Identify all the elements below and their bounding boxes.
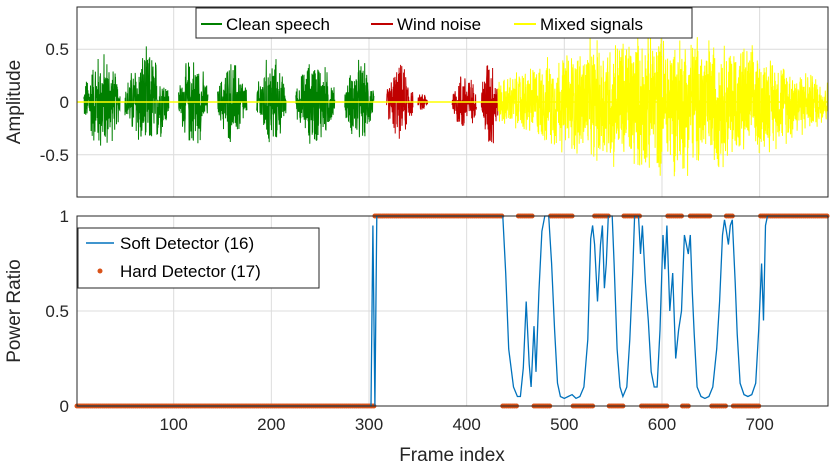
bottom-xtick-label: 400 xyxy=(452,415,480,434)
top-yticks: -0.5 0 0.5 xyxy=(40,40,69,165)
bottom-legend-box xyxy=(77,227,320,289)
bottom-yticks: 00.51 xyxy=(45,207,69,416)
legend-label-mixed-signals: Mixed signals xyxy=(540,15,643,34)
bottom-xtick-label: 500 xyxy=(550,415,578,434)
bottom-axes-frame xyxy=(76,215,829,407)
legend-marker-hard-detector xyxy=(97,268,103,274)
top-legend: Clean speech Wind noise Mixed signals xyxy=(195,7,693,39)
top-ytick-label: 0 xyxy=(60,93,69,112)
top-series-mixed-signals xyxy=(497,29,829,177)
bottom-ytick-label: 1 xyxy=(60,207,69,226)
bottom-xticks: 100 200 300 400 500 600 700 xyxy=(159,415,773,434)
top-axes-frame xyxy=(76,6,829,198)
legend-label-clean-speech: Clean speech xyxy=(226,15,330,34)
top-series-wind-noise xyxy=(386,64,499,144)
top-panel: -0.5 0 0.5 Amplitude Clean speech Wind noi… xyxy=(4,6,829,198)
bottom-xtick-label: 600 xyxy=(648,415,676,434)
top-signal xyxy=(77,29,829,177)
bottom-xtick-label: 100 xyxy=(159,415,187,434)
bottom-ytick-label: 0 xyxy=(60,397,69,416)
top-ytick-label: -0.5 xyxy=(40,146,69,165)
bottom-ytick-label: 0.5 xyxy=(45,302,69,321)
top-legend-box xyxy=(195,7,693,39)
bottom-ylabel: Power Ratio xyxy=(4,259,25,363)
legend-label-soft-detector: Soft Detector (16) xyxy=(120,234,254,253)
top-ylabel: Amplitude xyxy=(4,60,25,145)
top-ytick-label: 0.5 xyxy=(45,40,69,59)
bottom-xlabel: Frame index xyxy=(399,445,505,466)
bottom-legend: Soft Detector (16) Hard Detector (17) xyxy=(77,227,320,289)
bottom-xtick-label: 200 xyxy=(257,415,285,434)
bottom-xtick-label: 300 xyxy=(355,415,383,434)
bottom-xtick-label: 700 xyxy=(745,415,773,434)
legend-label-wind-noise: Wind noise xyxy=(397,15,481,34)
legend-label-hard-detector: Hard Detector (17) xyxy=(120,262,261,281)
